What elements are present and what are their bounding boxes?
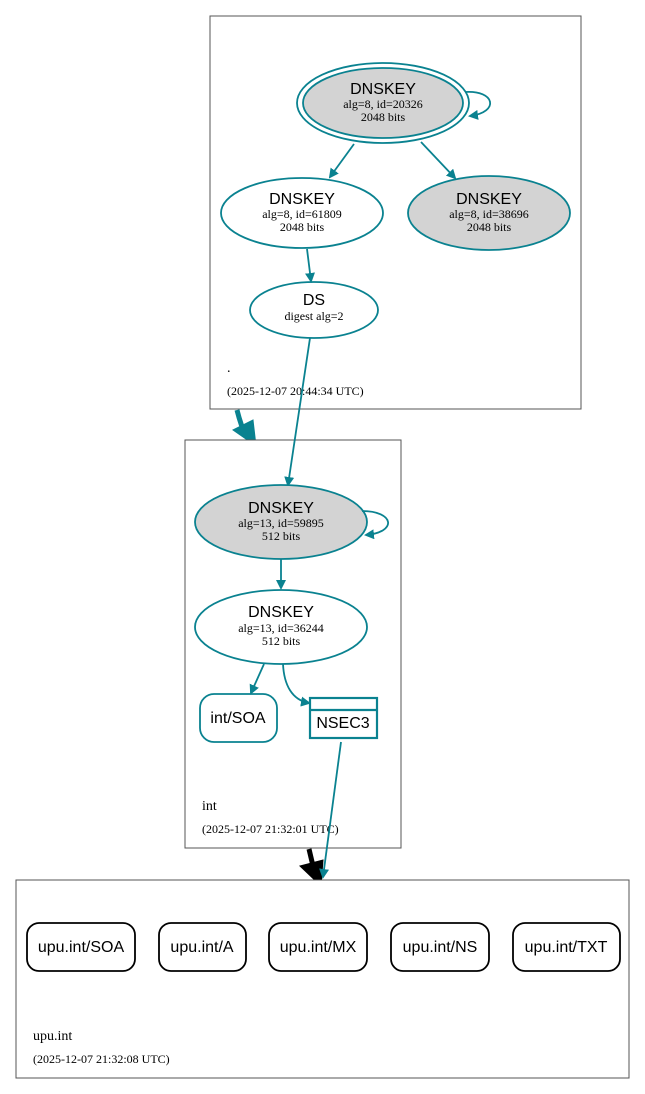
int-soa-node[interactable]: int/SOA bbox=[199, 693, 278, 743]
root-ds-title: DS bbox=[303, 292, 325, 309]
upu-record-mx[interactable]: upu.int/MX bbox=[268, 922, 368, 972]
root-ds-node[interactable]: DS digest alg=2 bbox=[249, 281, 379, 339]
root-ksk-self-loop bbox=[464, 91, 491, 120]
edge-root-ds-to-int-ksk bbox=[284, 337, 311, 487]
edge-root-zsk-to-ds bbox=[305, 248, 315, 283]
int-zsk-size: 512 bits bbox=[262, 634, 301, 648]
upu-record-soa[interactable]: upu.int/SOA bbox=[26, 922, 136, 972]
int-zsk-title: DNSKEY bbox=[248, 604, 314, 621]
upu-a-box bbox=[158, 922, 247, 972]
upu-txt-label: upu.int/TXT bbox=[525, 939, 608, 956]
root-zsk-detail: alg=8, id=61809 bbox=[262, 207, 342, 221]
root-zsk-title: DNSKEY bbox=[269, 191, 335, 208]
root-other-detail: alg=8, id=38696 bbox=[449, 207, 529, 221]
edge-nsec3-to-upu bbox=[319, 741, 342, 879]
upu-record-txt[interactable]: upu.int/TXT bbox=[512, 922, 621, 972]
root-other-size: 2048 bits bbox=[467, 220, 512, 234]
root-ksk-size: 2048 bits bbox=[361, 110, 406, 124]
root-dnskey-zsk-node[interactable]: DNSKEY alg=8, id=61809 2048 bits bbox=[220, 177, 384, 249]
edge-root-ksk-to-other bbox=[420, 141, 457, 180]
root-ksk-detail: alg=8, id=20326 bbox=[343, 97, 423, 111]
edge-int-zsk-to-soa bbox=[249, 663, 265, 695]
root-ksk-inner bbox=[302, 67, 464, 139]
edge-root-ksk-to-zsk bbox=[328, 143, 355, 179]
int-zsk-detail: alg=13, id=36244 bbox=[238, 621, 324, 635]
root-dnskey-ksk-node[interactable]: DNSKEY alg=8, id=20326 2048 bits bbox=[296, 62, 470, 144]
upu-mx-label: upu.int/MX bbox=[280, 939, 357, 956]
upu-record-ns[interactable]: upu.int/NS bbox=[390, 922, 490, 972]
int-nsec3-node[interactable]: NSEC3 bbox=[308, 696, 379, 740]
zone-root: DNSKEY alg=8, id=20326 2048 bits DNSKEY … bbox=[209, 15, 582, 410]
root-other-ellipse bbox=[407, 175, 571, 251]
zone-int-name: int bbox=[202, 799, 217, 814]
root-zsk-size: 2048 bits bbox=[280, 220, 325, 234]
upu-soa-box bbox=[26, 922, 136, 972]
int-soa-box bbox=[199, 693, 278, 743]
upu-a-label: upu.int/A bbox=[170, 939, 233, 956]
int-nsec3-box bbox=[308, 696, 379, 740]
int-ksk-size: 512 bits bbox=[262, 529, 301, 543]
root-zsk-ellipse bbox=[220, 177, 384, 249]
int-ksk-self-loop bbox=[361, 510, 389, 540]
int-dnskey-zsk-node[interactable]: DNSKEY alg=13, id=36244 512 bits bbox=[194, 589, 368, 665]
upu-record-a[interactable]: upu.int/A bbox=[158, 922, 247, 972]
int-soa-label: int/SOA bbox=[210, 710, 265, 727]
int-dnskey-ksk-node[interactable]: DNSKEY alg=13, id=59895 512 bits bbox=[194, 484, 368, 560]
int-zsk-ellipse bbox=[194, 589, 368, 665]
root-ds-detail: digest alg=2 bbox=[284, 309, 343, 323]
upu-soa-label: upu.int/SOA bbox=[38, 939, 125, 956]
zone-upu-box bbox=[15, 879, 630, 1079]
root-other-title: DNSKEY bbox=[456, 191, 522, 208]
zone-int: DNSKEY alg=13, id=59895 512 bits DNSKEY … bbox=[184, 337, 402, 849]
zone-upu-timestamp: (2025-12-07 21:32:08 UTC) bbox=[33, 1052, 170, 1066]
int-nsec3-label: NSEC3 bbox=[316, 715, 369, 732]
zone-root-timestamp: (2025-12-07 20:44:34 UTC) bbox=[227, 384, 364, 398]
zone-upu: upu.int/SOA upu.int/A upu.int/MX upu.int… bbox=[15, 879, 630, 1079]
upu-mx-box bbox=[268, 922, 368, 972]
zone-upu-name: upu.int bbox=[33, 1029, 72, 1044]
upu-txt-box bbox=[512, 922, 621, 972]
upu-ns-box bbox=[390, 922, 490, 972]
edge-int-zsk-to-nsec3 bbox=[282, 663, 311, 707]
zone-int-timestamp: (2025-12-07 21:32:01 UTC) bbox=[202, 822, 339, 836]
int-ksk-detail: alg=13, id=59895 bbox=[238, 516, 324, 530]
int-ksk-title: DNSKEY bbox=[248, 500, 314, 517]
upu-ns-label: upu.int/NS bbox=[403, 939, 478, 956]
zone-root-name: . bbox=[227, 361, 231, 376]
root-dnskey-other-node[interactable]: DNSKEY alg=8, id=38696 2048 bits bbox=[407, 175, 571, 251]
root-ksk-title: DNSKEY bbox=[350, 81, 416, 98]
